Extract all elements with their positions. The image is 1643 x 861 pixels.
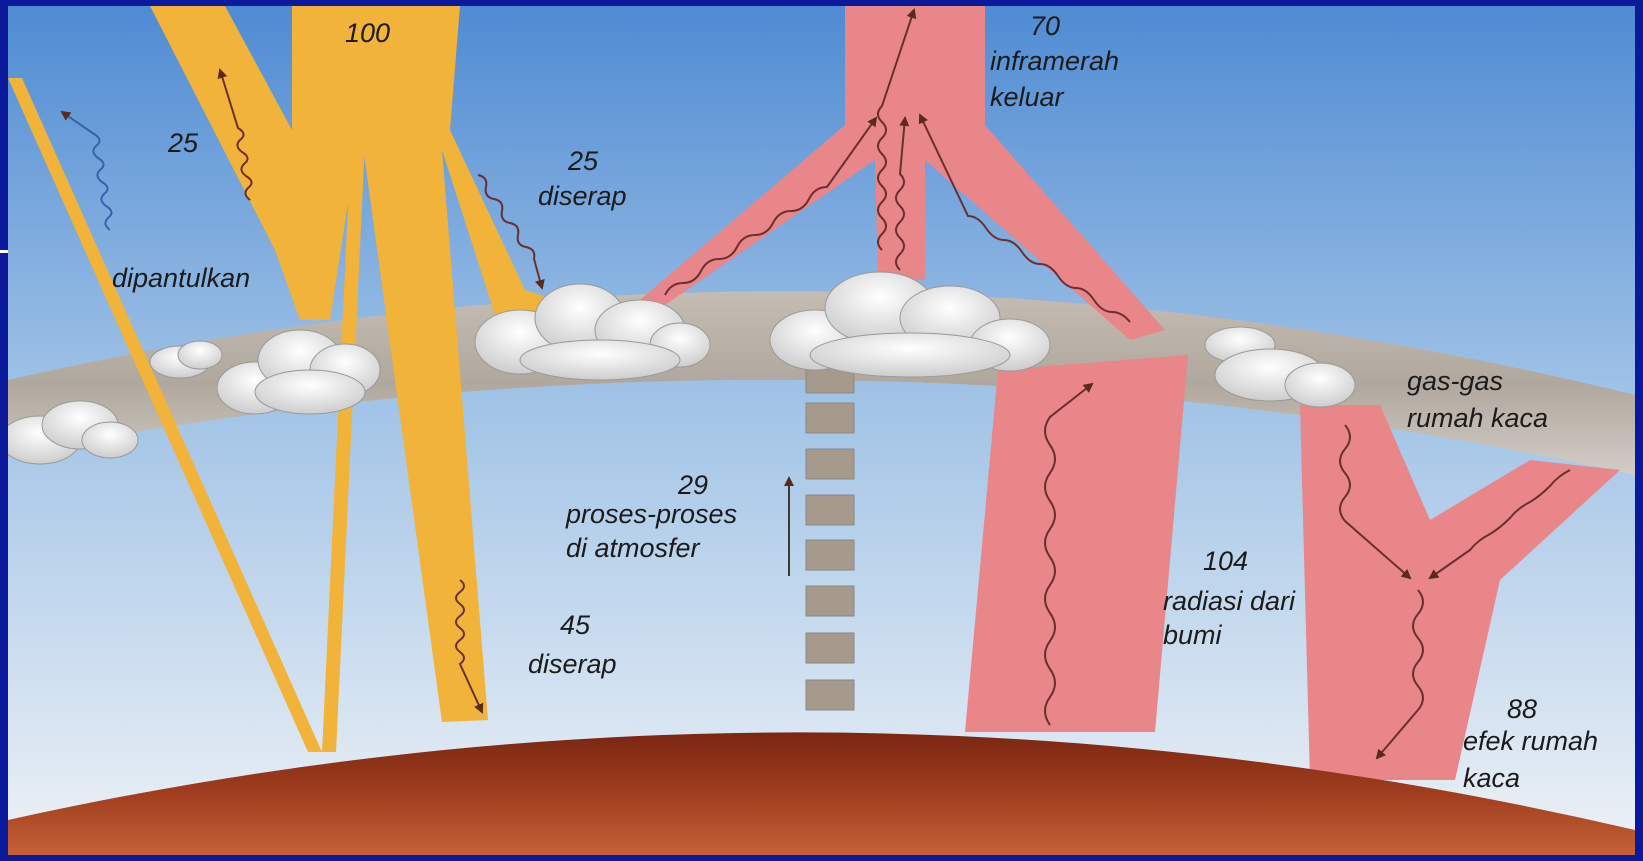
label-greenhouse-gas-line1: gas-gas <box>1407 366 1503 396</box>
label-greenhouse-effect-line1: efek rumah <box>1463 726 1598 756</box>
label-greenhouse-effect-line2: kaca <box>1463 763 1520 793</box>
label-earth-rad-value: 104 <box>1203 546 1248 576</box>
label-earth-rad-line2: bumi <box>1163 620 1223 650</box>
label-earth-rad-line1: radiasi dari <box>1163 586 1296 616</box>
label-incoming: 100 <box>345 18 390 48</box>
label-atm-process-value: 29 <box>677 470 708 500</box>
label-absorbed-atm-value: 25 <box>567 146 599 176</box>
label-reflected-text: dipantulkan <box>112 263 250 293</box>
label-greenhouse-effect-value: 88 <box>1507 694 1537 724</box>
frame-left-tick <box>0 250 8 253</box>
label-absorbed-ground-text: diserap <box>528 649 617 679</box>
label-absorbed-ground-value: 45 <box>560 610 591 640</box>
label-outgoing-value: 70 <box>1030 11 1060 41</box>
label-absorbed-atm-text: diserap <box>538 181 627 211</box>
label-atm-process-line1: proses-proses <box>565 499 737 529</box>
label-atm-process-line2: di atmosfer <box>566 533 701 563</box>
ir-earth-radiation-beam <box>965 355 1188 732</box>
label-outgoing-line2: keluar <box>990 82 1065 112</box>
label-greenhouse-gas-line2: rumah kaca <box>1407 403 1548 433</box>
label-reflected-value: 25 <box>167 128 199 158</box>
label-outgoing-line1: inframerah <box>990 46 1119 76</box>
